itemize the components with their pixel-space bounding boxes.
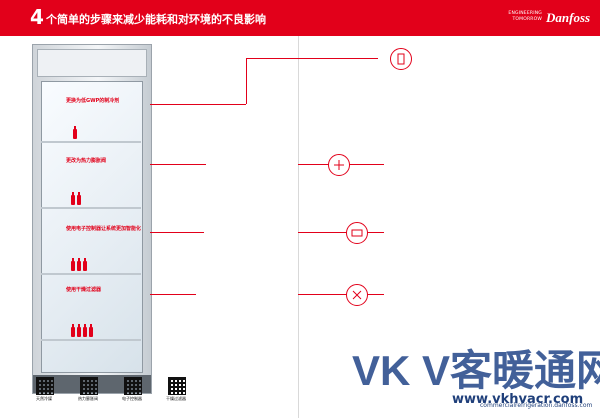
copy-block — [160, 238, 234, 264]
fridge-shelf — [41, 273, 141, 275]
engineering-line-2: TOMORROW — [512, 17, 542, 22]
controller-icon — [351, 229, 363, 237]
bottle-icon — [83, 258, 87, 271]
bottle-icon — [71, 258, 75, 271]
controller-circle — [346, 222, 368, 244]
fridge-label-filter-drier: 使用干燥过滤器 — [66, 287, 102, 293]
txv-circle — [328, 154, 350, 176]
connector-line — [150, 104, 246, 105]
bottle-icon — [89, 324, 93, 337]
fridge-label-txv: 更改为热力膨胀阀 — [66, 158, 107, 164]
copy-block — [392, 232, 474, 266]
bottle-icon — [71, 324, 75, 337]
watermark-sub: commercialrefrigeration.danfoss.com — [480, 402, 593, 409]
copy-block — [392, 172, 480, 202]
danfoss-logo: Danfoss — [546, 10, 591, 25]
qr-code — [168, 377, 186, 395]
fridge-head — [37, 49, 147, 77]
page-fold — [298, 36, 299, 418]
copy-block — [404, 72, 524, 116]
connector-line — [150, 294, 196, 295]
fridge-shelf — [41, 141, 141, 143]
filter-circle — [346, 284, 368, 306]
header-band — [0, 0, 600, 36]
bottle-icon — [83, 324, 87, 337]
copy-block — [160, 302, 240, 326]
watermark-url[interactable]: www.vkhvacr.com — [452, 392, 584, 407]
connector-line — [150, 232, 204, 233]
qr-code — [124, 377, 142, 395]
engineering-tagline: ENGINEERING TOMORROW — [508, 11, 542, 23]
refrigerant-circle — [390, 48, 412, 70]
display-fridge — [32, 44, 152, 394]
qr-label: 热力膨胀阀 — [78, 396, 98, 401]
copy-block — [160, 176, 234, 202]
copy-block — [262, 224, 344, 258]
title-number: 4 — [30, 5, 44, 29]
connector-line — [298, 294, 384, 295]
fridge-label-refrigerant: 更换为低GWP的制冷剂 — [66, 98, 120, 104]
refrigerant-icon — [397, 53, 405, 65]
fridge-glass — [41, 81, 143, 373]
connector-line — [298, 58, 378, 59]
page-title: 个简单的步骤来减少能耗和对环境的不良影响 — [46, 13, 266, 26]
copy-block — [262, 296, 344, 330]
qr-label: 干燥过滤器 — [166, 396, 186, 401]
qr-code — [36, 377, 54, 395]
engineering-line-1: ENGINEERING — [508, 11, 542, 16]
copy-block — [280, 66, 380, 106]
bottle-icon — [77, 324, 81, 337]
qr-label: 天然冷媒 — [36, 396, 52, 401]
bottle-icon — [71, 192, 75, 205]
bottle-icon — [73, 126, 77, 139]
filter-icon — [352, 290, 362, 300]
fridge-shelf — [41, 339, 141, 341]
connector-line — [246, 58, 247, 104]
qr-code — [80, 377, 98, 395]
copy-block — [262, 176, 326, 206]
connector-line — [150, 164, 206, 165]
connector-line — [298, 232, 384, 233]
bottle-icon — [77, 258, 81, 271]
bottle-icon — [77, 192, 81, 205]
copy-block — [160, 110, 238, 134]
qr-label: 电子控制器 — [122, 396, 142, 401]
valve-icon — [334, 160, 344, 170]
copy-block — [392, 300, 484, 334]
fridge-label-controller: 使用电子控制器让系统更加智能化 — [66, 226, 142, 232]
connector-line — [246, 58, 298, 59]
watermark-logo: VK V客暖通网 — [352, 347, 600, 394]
fridge-shelf — [41, 207, 141, 209]
